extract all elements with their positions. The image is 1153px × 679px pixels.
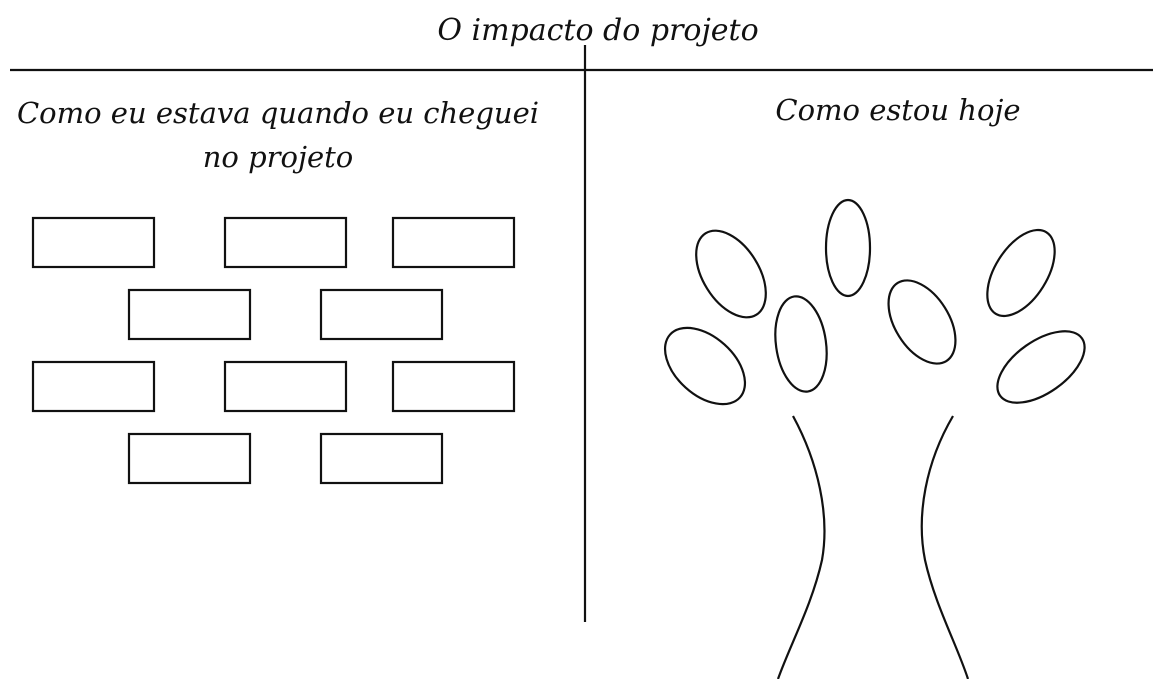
right-heading: Como estou hoje bbox=[775, 93, 1020, 127]
tree bbox=[663, 198, 1086, 679]
page-title: O impacto do projeto bbox=[437, 13, 758, 48]
tree-trunk bbox=[776, 415, 970, 679]
leaf bbox=[695, 229, 767, 319]
leaf bbox=[996, 330, 1086, 404]
brick bbox=[31, 360, 156, 413]
left-heading-line-2: no projeto bbox=[203, 140, 354, 174]
brick bbox=[31, 216, 156, 269]
brick bbox=[223, 360, 348, 413]
left-panel-heading: Como eu estava quando eu cheguei no proj… bbox=[17, 96, 539, 174]
brick bbox=[319, 288, 444, 341]
brick bbox=[223, 216, 348, 269]
leaf bbox=[824, 198, 872, 298]
brick bbox=[391, 216, 516, 269]
brick bbox=[127, 288, 252, 341]
left-heading-line-1: Como eu estava quando eu cheguei bbox=[17, 96, 539, 130]
brick bbox=[127, 432, 252, 485]
tree-leaves bbox=[663, 198, 1086, 406]
trunk-left-edge bbox=[776, 415, 826, 679]
brick bbox=[391, 360, 516, 413]
trunk-right-edge bbox=[920, 415, 970, 679]
leaf bbox=[986, 228, 1056, 318]
leaf bbox=[887, 279, 957, 365]
leaf bbox=[663, 326, 747, 406]
brick bbox=[319, 432, 444, 485]
brick-wall bbox=[31, 216, 516, 485]
leaf bbox=[774, 295, 828, 393]
